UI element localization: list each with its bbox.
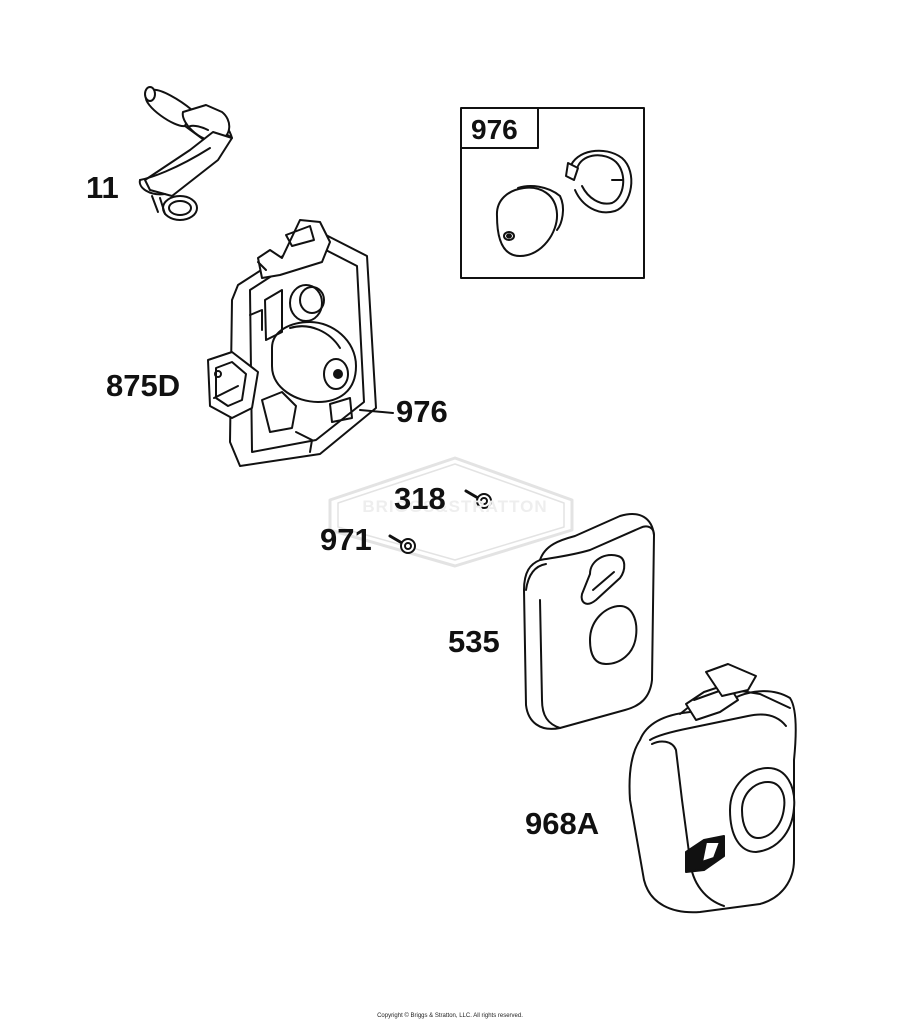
screw-971-icon [388,534,416,554]
part-label-968a[interactable]: 968A [525,806,600,841]
inset-frame [460,107,645,279]
retaining-ring-icon [565,149,633,214]
brand-watermark-text: BRIGGS&STRATTON [362,497,548,516]
part-label-971[interactable]: 971 [320,522,372,557]
grommet-976-icon [495,185,565,257]
part-label-875d[interactable]: 875D [106,368,181,403]
inset-label-976: 976 [471,114,518,145]
foam-filter-part [523,513,655,730]
part-label-976[interactable]: 976 [396,394,448,429]
brand-watermark-logo [328,456,574,568]
breather-tube-part [138,86,233,221]
air-cleaner-cover-part [628,663,797,914]
air-cleaner-base-part [207,219,394,467]
copyright-notice: Copyright © Briggs & Stratton, LLC. All … [377,1013,523,1019]
screw-318-icon [464,489,492,509]
part-label-535[interactable]: 535 [448,624,500,659]
part-label-11[interactable]: 11 [86,170,119,205]
part-label-318[interactable]: 318 [394,481,446,516]
